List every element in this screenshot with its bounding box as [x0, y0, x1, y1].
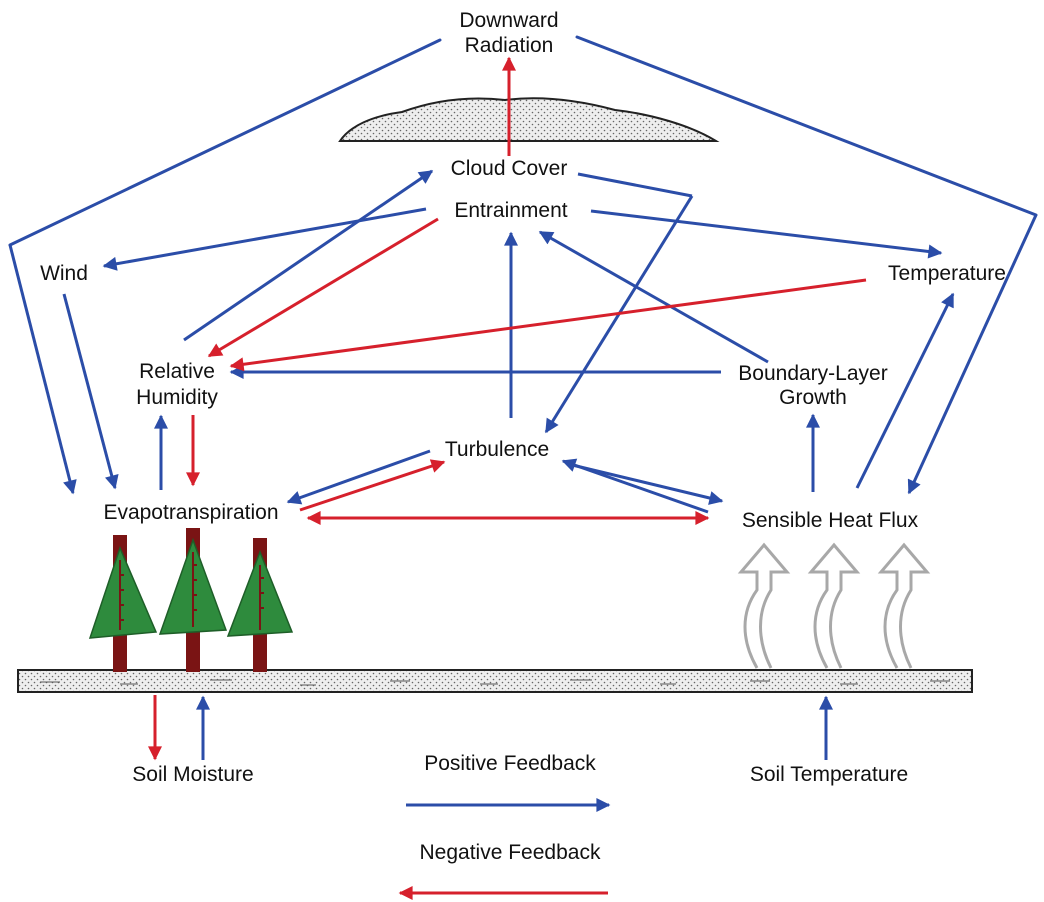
label-relative-humidity-line1: Relative: [139, 360, 215, 383]
label-soil-temperature: Soil Temperature: [750, 763, 908, 786]
legend-positive-label: Positive Feedback: [424, 752, 596, 775]
label-entrainment: Entrainment: [454, 199, 567, 222]
arrow-radiation-to-sensible-heat-2: [907, 214, 1038, 495]
label-downward-radiation-line2: Radiation: [465, 34, 554, 57]
arrow-entrainment-to-wind: [102, 207, 427, 271]
label-boundary-layer-growth-line2: Growth: [779, 386, 847, 409]
arrow-cloud-to-turbulence: [577, 172, 693, 198]
label-soil-moisture: Soil Moisture: [132, 763, 253, 786]
arrow-evapo-to-turbulence: [299, 459, 446, 512]
heat-arrow-icon: [737, 542, 791, 669]
arrow-entrainment-to-rh: [207, 217, 439, 358]
tree-trunk-ticks: [119, 552, 264, 630]
arrow-entrainment-to-temperature: [590, 209, 943, 259]
arrow-turbulence-to-evapo: [286, 449, 431, 505]
arrow-shf-to-temperature: [855, 292, 955, 489]
arrow-radiation-to-evapotranspiration: [8, 38, 442, 247]
arrow-turbulence-to-shf: [567, 462, 724, 505]
arrow-shf-to-turbulence: [561, 458, 709, 514]
arrow-blg-to-entrainment: [538, 230, 769, 364]
label-wind: Wind: [40, 262, 88, 285]
arrow-wind-to-evapotranspiration: [62, 293, 119, 490]
label-cloud-cover: Cloud Cover: [451, 157, 568, 180]
negative-arrows: [148, 56, 867, 761]
arrow-radiation-to-sensible-heat: [575, 35, 1038, 217]
label-downward-radiation-line1: Downward: [459, 9, 558, 32]
label-temperature: Temperature: [888, 262, 1006, 285]
legend-negative-label: Negative Feedback: [420, 841, 601, 864]
label-sensible-heat-flux: Sensible Heat Flux: [742, 509, 919, 532]
arrow-radiation-to-evapotranspiration-2: [8, 244, 77, 495]
heat-arrow-icon: [877, 542, 931, 669]
label-evapotranspiration: Evapotranspiration: [103, 501, 278, 524]
cloud-icon: [338, 97, 720, 142]
label-turbulence: Turbulence: [445, 438, 549, 461]
positive-arrows: [8, 35, 1038, 760]
label-relative-humidity-line2: Humidity: [136, 386, 218, 409]
soil-texture: [40, 679, 950, 686]
heat-arrow-icon: [807, 542, 861, 669]
label-boundary-layer-growth-line1: Boundary-Layer: [738, 362, 887, 385]
arrow-temperature-to-rh: [229, 278, 867, 372]
soil-layer-icon: [17, 669, 973, 693]
tree-icon: [88, 535, 158, 672]
arrow-rh-to-cloud: [183, 169, 434, 342]
